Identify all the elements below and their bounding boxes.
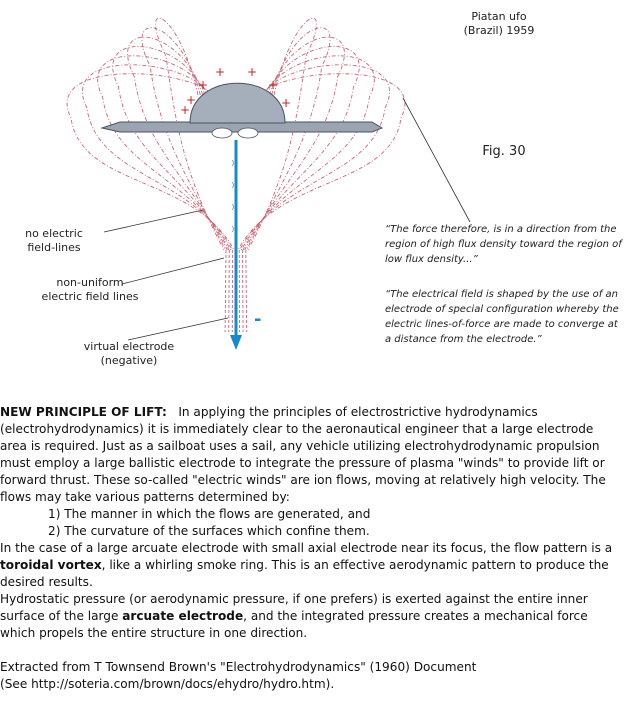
- plus-sign: +: [198, 78, 208, 92]
- paragraph-pressure: Hydrostatic pressure (or aerodynamic pre…: [0, 591, 623, 642]
- electric-field-lines: [66, 17, 406, 251]
- field-line-left: [82, 64, 233, 251]
- plus-sign: +: [281, 96, 291, 110]
- plus-sign: +: [247, 65, 257, 79]
- source-line-2: (See http://soteria.com/brown/docs/ehydr…: [0, 677, 335, 691]
- field-line-left: [112, 46, 230, 251]
- paragraph-lift-body: In applying the principles of electrostr…: [0, 405, 606, 504]
- figure-title: Piatan ufo (Brazil) 1959: [454, 10, 544, 38]
- minus-sign: -: [254, 309, 261, 330]
- leader-virtual: [127, 317, 229, 341]
- stem-field-line: [245, 249, 248, 333]
- saucer-rim: [100, 121, 384, 133]
- field-line-right: [242, 46, 360, 251]
- saucer-bottom-pod-right: [237, 127, 259, 139]
- stem-field-line: [242, 249, 244, 333]
- quote-electrode-configuration: “The electrical field is shaped by the u…: [385, 289, 619, 345]
- saucer-bottom-pod-left: [211, 127, 233, 139]
- field-line-left: [155, 17, 225, 251]
- field-line-left: [66, 73, 235, 251]
- label-no-field-line1: no electric: [25, 227, 83, 240]
- field-line-left: [97, 55, 232, 251]
- figure-title-line1: Piatan ufo: [471, 10, 527, 23]
- field-line-right: [239, 64, 390, 251]
- saucer-dome: [189, 82, 286, 124]
- field-line-right: [237, 73, 406, 251]
- plus-sign: +: [186, 93, 196, 107]
- quote-flux-density: “The force therefore, is in a direction …: [385, 224, 622, 265]
- field-line-right: [244, 36, 345, 251]
- label-no-field-line2: field-lines: [27, 241, 81, 254]
- section-heading: NEW PRINCIPLE OF LIFT:: [0, 405, 167, 419]
- stem-field-line: [228, 249, 230, 333]
- axis-ripple: [231, 203, 234, 211]
- toroidal-text-a: In the case of a large arcuate electrode…: [0, 541, 613, 555]
- plus-sign: +: [180, 103, 190, 117]
- leader-nonuniform: [121, 257, 225, 285]
- arcuate-electrode-term: arcuate electrode: [122, 609, 244, 623]
- saucer-field-diagram: + + + + + + + -: [66, 17, 471, 350]
- saucer: [100, 82, 384, 139]
- axis-ripple: [231, 181, 234, 189]
- list-item-2: 2) The curvature of the surfaces which c…: [48, 524, 370, 538]
- article-text: NEW PRINCIPLE OF LIFT: In applying the p…: [0, 404, 623, 693]
- leader-no-field: [103, 209, 204, 233]
- field-line-right: [240, 55, 375, 251]
- label-nonuniform-line1: non-uniform: [56, 276, 124, 289]
- axis-arrow-head: [230, 335, 242, 350]
- label-virtual-electrode: virtual electrode (negative): [64, 340, 194, 368]
- field-line-right: [247, 17, 317, 251]
- leader-quote: [402, 97, 471, 223]
- paragraph-lift: NEW PRINCIPLE OF LIFT: In applying the p…: [0, 404, 623, 506]
- plus-sign: +: [215, 65, 225, 79]
- source-line-1: Extracted from T Townsend Brown's "Elect…: [0, 660, 477, 674]
- positive-charges: + + + + + + +: [180, 65, 291, 117]
- plus-sign: +: [268, 78, 278, 92]
- fig-number: Fig. 30: [482, 144, 526, 159]
- axis-ripple: [231, 225, 234, 233]
- figure-title-line2: (Brazil) 1959: [463, 24, 535, 37]
- toroidal-vortex-term: toroidal vortex: [0, 558, 102, 572]
- toroidal-text-b: , like a whirling smoke ring. This is an…: [0, 558, 609, 589]
- label-nonuniform-field: non-uniform electric field lines: [20, 276, 160, 304]
- pressure-text-b: , and the integrated pressure creates a …: [0, 609, 588, 640]
- stem-field-line: [224, 249, 227, 333]
- field-line-left: [127, 36, 228, 251]
- field-line-right: [245, 27, 331, 251]
- field-line-left: [141, 27, 227, 251]
- label-no-electric-field: no electric field-lines: [14, 227, 94, 255]
- list-item-1: 1) The manner in which the flows are gen…: [48, 507, 371, 521]
- label-virtual-line2: (negative): [100, 354, 158, 367]
- label-nonuniform-line2: electric field lines: [41, 290, 139, 303]
- pressure-text-a: Hydrostatic pressure (or aerodynamic pre…: [0, 592, 588, 623]
- spacer: [0, 642, 623, 659]
- label-virtual-line1: virtual electrode: [83, 340, 175, 353]
- paragraph-toroidal: In the case of a large arcuate electrode…: [0, 540, 623, 591]
- axis-ripple: [231, 159, 234, 167]
